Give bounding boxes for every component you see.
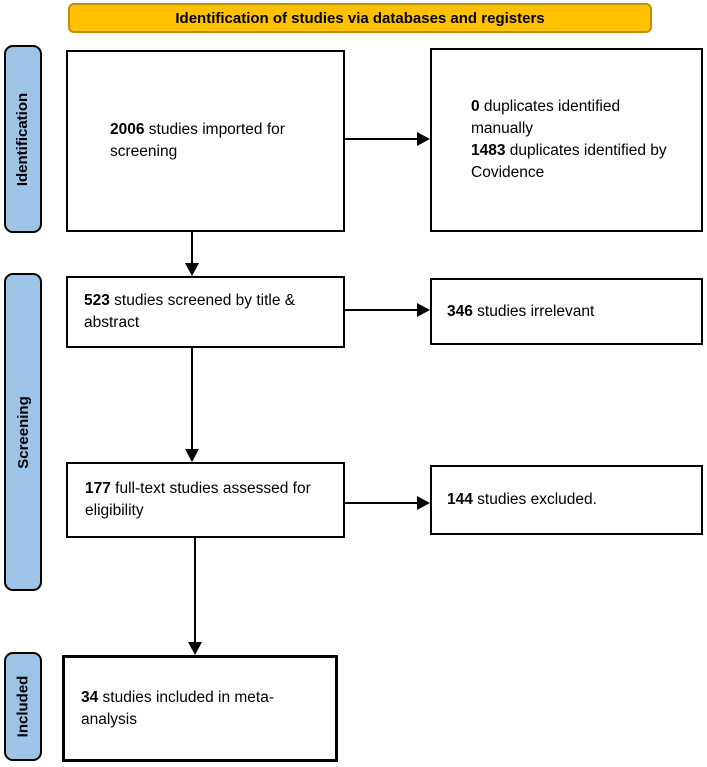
box-studies-screened-text: 523 studies screened by title & abstract [68, 290, 324, 334]
arrowhead-screened-to-irrelevant [417, 303, 430, 317]
box-studies-excluded-text: 144 studies excluded. [432, 489, 597, 511]
box-studies-irrelevant-text: 346 studies irrelevant [432, 301, 594, 323]
arrow-imported-to-duplicates [345, 138, 420, 140]
box-fulltext-assessed: 177 full-text studies assessed for eligi… [66, 462, 345, 538]
screened-text: studies screened by title & abstract [84, 292, 296, 331]
banner-label: Identification of studies via databases … [175, 9, 545, 27]
box-studies-excluded: 144 studies excluded. [430, 465, 703, 535]
irrelevant-text: studies irrelevant [472, 302, 595, 320]
arrowhead-imported-to-duplicates [417, 132, 430, 146]
arrowhead-imported-to-screened [185, 263, 199, 276]
banner-databases-registers: Identification of studies via databases … [68, 3, 652, 33]
arrow-fulltext-to-included [194, 538, 196, 643]
box-fulltext-assessed-text: 177 full-text studies assessed for eligi… [68, 478, 325, 522]
arrowhead-screened-to-fulltext [185, 449, 199, 462]
box-duplicates-lines: 0 duplicates identified manually 1483 du… [432, 96, 683, 184]
box-studies-irrelevant: 346 studies irrelevant [430, 278, 703, 345]
arrow-screened-to-fulltext [191, 348, 193, 450]
duplicates-manual-count: 0 [471, 98, 480, 115]
arrow-imported-to-screened [191, 232, 193, 265]
stage-screening: Screening [4, 273, 42, 591]
stage-included-label: Included [14, 675, 32, 738]
box-studies-included-text: 34 studies included in meta-analysis [65, 687, 286, 731]
arrowhead-fulltext-to-excluded [417, 496, 430, 510]
included-text: studies included in meta-analysis [81, 688, 275, 728]
box-studies-included: 34 studies included in meta-analysis [62, 655, 338, 762]
fulltext-text: full-text studies assessed for eligibili… [85, 480, 311, 519]
duplicates-manual-line: 0 duplicates identified manually [471, 96, 683, 140]
box-studies-imported-text: 2006 studies imported for screening [68, 119, 310, 163]
imported-count: 2006 [110, 121, 145, 138]
stage-identification-label: Identification [14, 92, 32, 186]
irrelevant-count: 346 [447, 302, 473, 320]
included-count: 34 [81, 688, 99, 706]
stage-identification: Identification [4, 45, 42, 233]
arrowhead-fulltext-to-included [188, 642, 202, 655]
duplicates-covidence-text: duplicates identified by Covidence [471, 142, 667, 181]
box-studies-imported: 2006 studies imported for screening [66, 50, 345, 232]
excluded-text: studies excluded. [472, 491, 597, 508]
excluded-count: 144 [447, 491, 473, 508]
screened-count: 523 [84, 292, 110, 309]
imported-text: studies imported for screening [110, 121, 285, 160]
stage-screening-label: Screening [14, 395, 32, 469]
arrow-screened-to-irrelevant [345, 309, 420, 311]
duplicates-covidence-line: 1483 duplicates identified by Covidence [471, 140, 683, 184]
box-studies-screened: 523 studies screened by title & abstract [66, 276, 345, 348]
box-duplicates-identified: 0 duplicates identified manually 1483 du… [430, 48, 703, 232]
arrow-fulltext-to-excluded [345, 502, 420, 504]
duplicates-covidence-count: 1483 [471, 142, 506, 159]
duplicates-manual-text: duplicates identified manually [471, 98, 621, 137]
stage-included: Included [4, 652, 42, 761]
fulltext-count: 177 [85, 480, 111, 497]
